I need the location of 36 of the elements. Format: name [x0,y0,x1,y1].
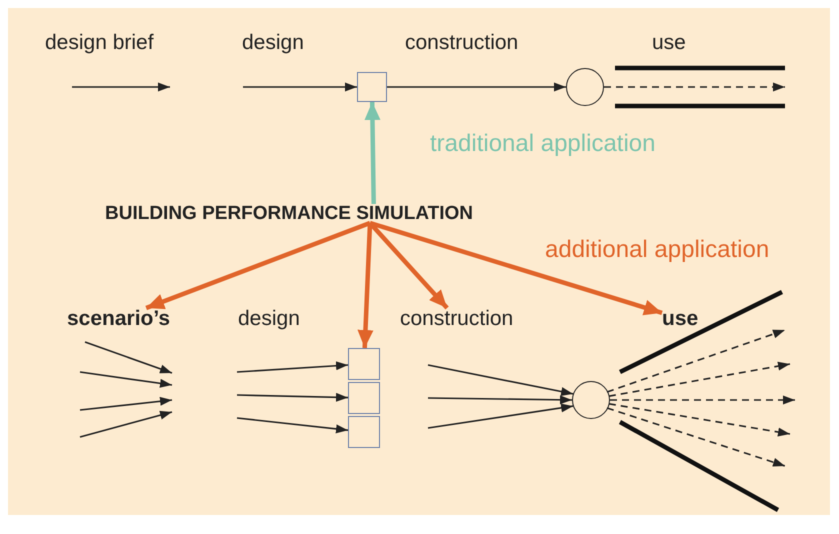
caption-text: design brief [45,32,154,53]
caption-text: design [242,32,304,53]
caption-text: design [238,308,300,329]
dashed-arrow [608,362,790,397]
arrow [145,220,371,310]
arrow [428,403,574,429]
square-symbol [348,382,380,414]
arrow [428,364,574,396]
square-symbol [348,416,380,448]
caption-text: additional application [545,238,770,262]
arrow [369,220,663,316]
caption-text: construction [405,32,518,53]
square-symbol [357,72,387,102]
stage-label: scenario’s [67,308,170,329]
circle-symbol [572,381,610,419]
stage-label: use [662,308,698,329]
square-symbol [348,348,380,380]
dashed-arrow [604,82,785,92]
arrow [236,417,348,434]
heading-text: BUILDING PERFORMANCE SIMULATION [105,204,474,223]
stage-label: construction [400,308,514,329]
circle-symbol [566,68,604,106]
caption-text: use [652,32,686,53]
arrow [368,222,449,310]
arrow [357,222,374,348]
dashed-arrow [606,407,786,467]
arrow [364,102,380,204]
dashed-arrow [610,396,795,404]
arrow [428,395,572,404]
dashed-arrow [608,403,790,436]
dashed-arrow [606,329,786,393]
arrow [243,82,357,92]
arrow [236,392,348,402]
caption-text: traditional application [430,132,656,156]
arrow [387,82,566,92]
arrow [236,361,348,373]
